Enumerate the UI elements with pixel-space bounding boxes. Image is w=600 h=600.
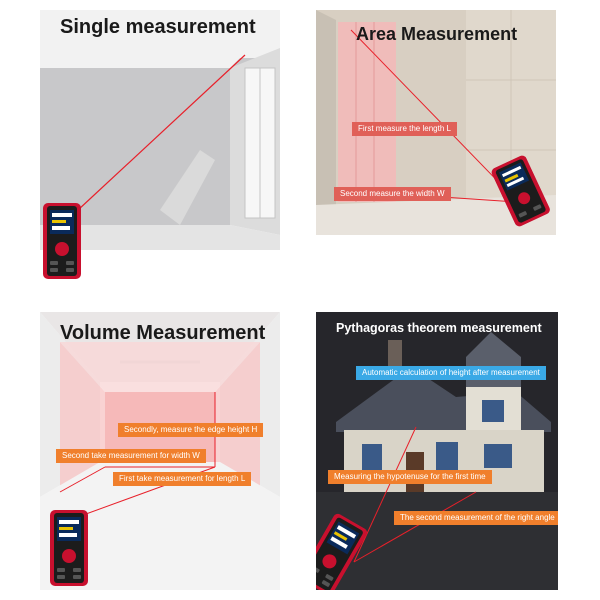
panel-title: Pythagoras theorem measurement [336, 321, 542, 335]
step-label: Second measure the width W [334, 187, 451, 201]
panel-title: Area Measurement [356, 24, 518, 44]
panel-single-measurement: Single measurement [40, 10, 280, 280]
laser-beam [350, 29, 517, 201]
step-label: Measuring the hypotenuse for the first t… [328, 470, 492, 484]
laser-beam [353, 491, 477, 563]
panel-area-measurement: Area Measurement First measure the lengt… [316, 10, 556, 245]
house-icon [316, 312, 558, 590]
step-label: First take measurement for length L [113, 472, 252, 486]
laser-beam [77, 54, 246, 211]
panel-pythagoras-measurement: Pythagoras theorem measurement Automatic… [316, 312, 558, 590]
step-label: Second take measurement for width W [56, 449, 206, 463]
step-label: The second measurement of the right angl… [394, 511, 558, 525]
panel-volume-measurement: Volume Measurement Secondly, measure the… [40, 312, 280, 590]
step-label: First measure the length L [352, 122, 457, 136]
panel-title: Volume Measurement [60, 322, 266, 344]
panel-title: Single measurement [60, 16, 256, 38]
step-label: Automatic calculation of height after me… [356, 366, 546, 380]
area-room-illustration [316, 10, 556, 245]
step-label: Secondly, measure the edge height H [118, 423, 264, 437]
single-room-illustration [40, 10, 280, 280]
laser-beam [353, 426, 417, 563]
